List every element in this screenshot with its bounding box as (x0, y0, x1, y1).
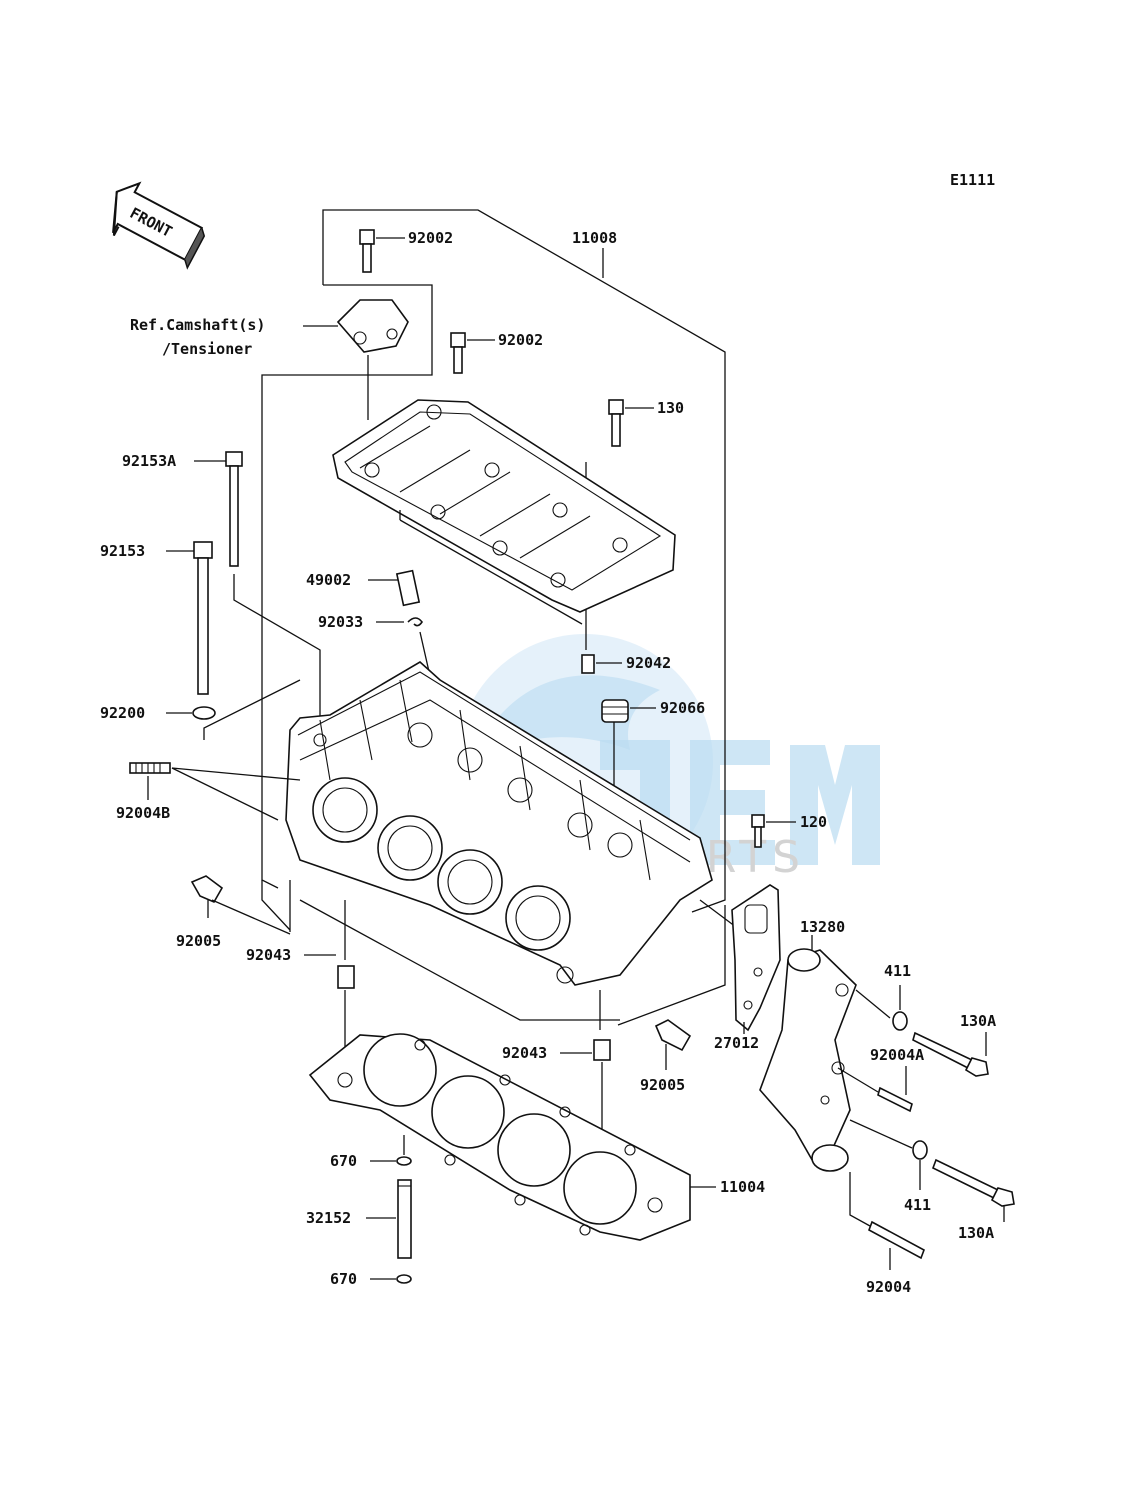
label-670-top: 670 (330, 1152, 357, 1170)
label-92004B: 92004B (116, 804, 170, 822)
reference-note-line2: /Tensioner (162, 340, 252, 358)
bolt-130A-top-part (912, 1031, 989, 1077)
assembly-bracket-lines (261, 209, 726, 1026)
label-92200: 92200 (100, 704, 145, 722)
front-arrow-icon: FRONT (112, 181, 206, 270)
cylinder-head-part (285, 661, 713, 986)
label-92004: 92004 (866, 1278, 911, 1296)
label-27012: 27012 (714, 1034, 759, 1052)
label-92005-right: 92005 (640, 1076, 685, 1094)
label-120: 120 (800, 813, 827, 831)
diagram-code: E1111 (950, 171, 995, 189)
bolt-120-part (751, 814, 765, 848)
label-32152: 32152 (306, 1209, 351, 1227)
label-92002-mid: 92002 (498, 331, 543, 349)
label-411-bottom: 411 (904, 1196, 931, 1214)
label-411-top: 411 (884, 962, 911, 980)
pipe-32152-part (397, 1179, 412, 1259)
label-130: 130 (657, 399, 684, 417)
label-11004: 11004 (720, 1178, 765, 1196)
washer-92200-part (192, 706, 216, 720)
oring-670-bottom-part (396, 1274, 412, 1284)
bolt-92153-part (193, 541, 213, 695)
washer-411-bottom-part (912, 1140, 928, 1160)
washer-411-top-part (892, 1011, 908, 1031)
alignment-lines (261, 880, 741, 1030)
label-92153: 92153 (100, 542, 145, 560)
label-130A-bottom: 130A (958, 1224, 994, 1242)
label-92066: 92066 (660, 699, 705, 717)
label-130A-top: 130A (960, 1012, 996, 1030)
label-49002: 49002 (306, 571, 351, 589)
part-49002 (395, 569, 421, 607)
engine-mount-13280-part (759, 948, 857, 1172)
stud-92004-part (868, 1220, 925, 1260)
fitting-92005-right-part (654, 1019, 692, 1052)
bolt-92002-top-part (359, 229, 375, 273)
label-92043-left: 92043 (246, 946, 291, 964)
dowel-92042-part (581, 654, 595, 674)
camshaft-holder-part (332, 399, 676, 625)
stud-92004A-part (877, 1086, 913, 1113)
bolt-130A-bottom-part (931, 1158, 1015, 1207)
reference-note-line1: Ref.Camshaft(s) (130, 316, 265, 334)
dowel-92043-left-part (337, 965, 355, 989)
label-92002-top: 92002 (408, 229, 453, 247)
bolt-92002-mid-part (450, 332, 466, 374)
stud-92004B-part (129, 762, 171, 774)
dowel-92043-mid-part (593, 1039, 611, 1061)
label-92004A: 92004A (870, 1046, 924, 1064)
label-92043-mid: 92043 (502, 1044, 547, 1062)
oring-670-top-part (396, 1156, 412, 1166)
grommet-92066-part (601, 699, 629, 723)
bracket-27012-part (731, 884, 781, 1032)
head-gasket-part (308, 1033, 691, 1241)
bolt-130-part (608, 399, 624, 447)
label-92153A: 92153A (122, 452, 176, 470)
fitting-92005-left-part (190, 875, 224, 904)
label-92005-left: 92005 (176, 932, 221, 950)
label-92033: 92033 (318, 613, 363, 631)
label-670-bottom: 670 (330, 1270, 357, 1288)
clip-92033-part (407, 617, 423, 627)
label-92042: 92042 (626, 654, 671, 672)
label-13280: 13280 (800, 918, 845, 936)
bolt-92153A-part (225, 451, 243, 567)
camshaft-cap-part (336, 299, 409, 420)
label-11008: 11008 (572, 229, 617, 247)
